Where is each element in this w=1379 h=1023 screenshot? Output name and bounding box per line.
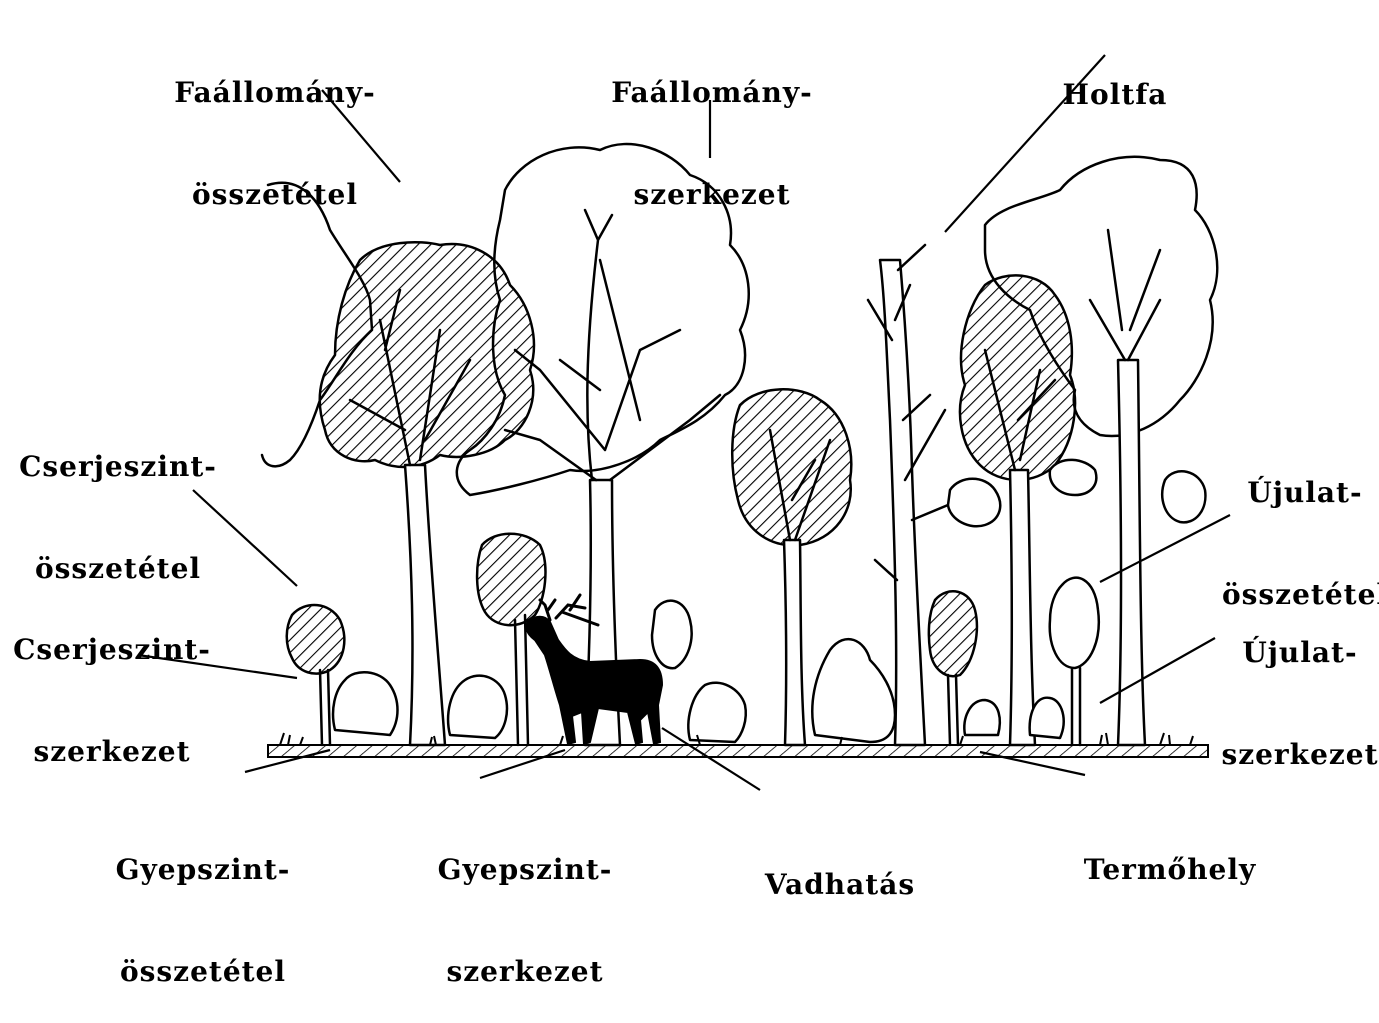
shrub-5 — [964, 700, 999, 735]
leader-ujulat-szerkezet — [1100, 638, 1215, 703]
open-crown-small-3 — [1162, 471, 1205, 522]
shrub-2 — [448, 676, 507, 738]
label-termohely: Termőhely — [1084, 785, 1257, 921]
trunk-3 — [784, 540, 805, 745]
hatched-crown-3 — [960, 275, 1075, 480]
hatched-crown-5 — [287, 605, 345, 674]
label-holtfa: Holtfa — [1063, 10, 1168, 146]
open-crown-small-1 — [652, 601, 692, 668]
label-cserjeszint-szerkezet: Cserjeszint- szerkezet — [13, 565, 211, 803]
shrub-3 — [688, 683, 745, 742]
hatched-crown-6 — [929, 591, 977, 676]
leader-ujulat-osszetetel — [1100, 515, 1230, 582]
shrub-1 — [333, 672, 397, 735]
label-vadhatas: Vadhatás — [765, 800, 915, 936]
hatched-crown-1 — [320, 242, 534, 467]
hatched-crown-2 — [732, 389, 851, 545]
trunk-4 — [1010, 470, 1035, 745]
open-crown-young — [1050, 578, 1099, 668]
trunk-1 — [405, 465, 445, 745]
shrub-4 — [812, 639, 895, 742]
label-gyepszint-szerkezet: Gyepszint- szerkezet — [438, 785, 613, 1023]
forest-structure-diagram: Faállomány- összetétel Faállomány- szerk… — [0, 0, 1379, 861]
label-faallomany-szerkezet: Faállomány- szerkezet — [611, 8, 813, 246]
shrub-6 — [1030, 698, 1064, 738]
label-ujulat-szerkezet: Újulat- szerkezet — [1221, 568, 1378, 806]
open-crown-small-2 — [948, 479, 1000, 527]
hatched-crown-4 — [477, 534, 545, 625]
open-crown-small-4 — [1050, 460, 1097, 495]
label-gyepszint-osszetetel: Gyepszint- összetétel — [116, 785, 291, 1023]
label-faallomany-osszetetel: Faállomány- összetétel — [174, 8, 376, 246]
ground-band — [268, 745, 1208, 757]
